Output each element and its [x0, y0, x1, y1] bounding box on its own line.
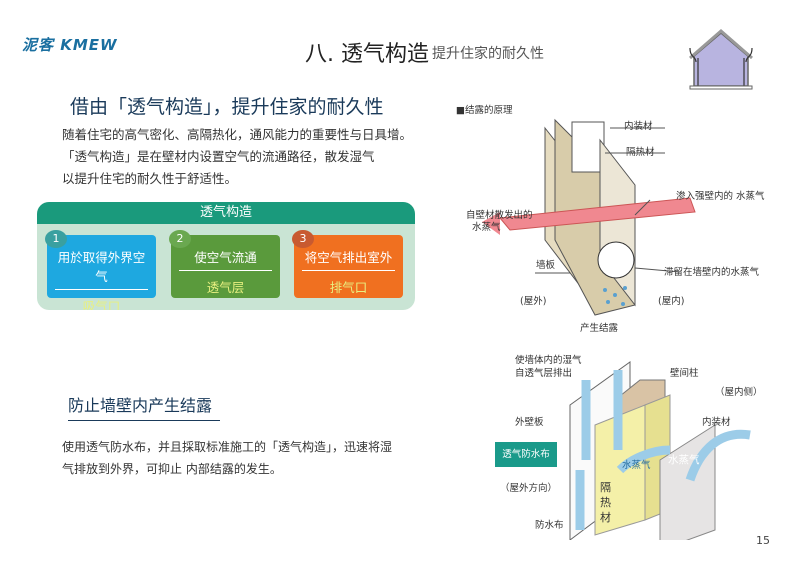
label-outer-board: 外壁板: [515, 417, 544, 428]
condensation-diagram: [482, 118, 696, 316]
label-emit: 自壁材散发出的: [466, 210, 533, 221]
step-sub: 排气口: [329, 280, 368, 295]
house-icon: [689, 29, 753, 90]
label-interior: 内装材: [624, 121, 653, 132]
page-subtitle: 提升住家的耐久性: [432, 46, 544, 62]
kmew-logo: 泥客 KMEW: [22, 36, 118, 54]
label-inside: (屋内): [658, 296, 685, 307]
step-card-flow: 2 使空气流通 透气层: [169, 230, 280, 298]
step-sub: 吸气口: [82, 299, 121, 310]
intro-paragraph: 随着住宅的高气密化、高隔热化，通风能力的重要性与日具增。 「透气构造」是在壁材内…: [62, 124, 412, 190]
step-card-intake: 1 用於取得外界空气 吸气口: [45, 230, 156, 310]
text-line: 气排放到外界，可抑止 内部结露的发生。: [62, 462, 282, 476]
text-line: 使用透气防水布，并且採取标准施工的「透气构造」，迅速将湿: [62, 440, 393, 454]
label-outside: （屋外方向）: [500, 483, 558, 494]
label-trapped: 滞留在墙壁内的水蒸气: [664, 267, 760, 278]
section-heading-condensation: 防止墙壁内产生结露: [68, 392, 221, 421]
label-insulation: 隔热材: [600, 481, 611, 524]
label-vapor: 水蒸气: [668, 454, 700, 466]
text-line: 以提升住宅的耐久性于舒适性。: [62, 171, 238, 186]
label-exhaust: 使墙体内的湿气: [515, 355, 582, 366]
ventilated-wall-diagram: [569, 361, 751, 540]
ventilation-structure-panel: 透气构造 1 用於取得外界空气 吸气口 2 使空气流通 透气层 3 将空气排出室…: [37, 202, 415, 310]
step-text: 使空气流通: [179, 247, 272, 271]
step-text: 用於取得外界空气: [55, 247, 148, 290]
label-insulation: 隔热材: [626, 147, 655, 158]
label-waterproof: 防水布: [535, 520, 564, 531]
step-number-badge: 3: [292, 230, 314, 248]
label-vapor-small: 水蒸气: [622, 460, 651, 471]
label-board: 墙板: [536, 260, 556, 271]
label-emit: 水蒸气: [472, 222, 501, 233]
diagram-caption: ■结露的原理: [456, 105, 513, 116]
label-stud: 壁间柱: [670, 368, 699, 379]
page-number: 15: [756, 534, 770, 547]
label-infiltrate: 渗入强壁内的 水蒸气: [676, 191, 765, 202]
section-heading-ventilation: 借由「透气构造」，提升住家的耐久性: [70, 96, 384, 118]
panel-title: 透气构造: [37, 202, 415, 224]
label-inside: （屋内侧）: [715, 387, 763, 398]
label-condensation: 产生结露: [580, 323, 619, 334]
page-title: 八. 透气构造: [305, 42, 429, 67]
step-card-exhaust: 3 将空气排出室外 排气口: [292, 230, 403, 298]
label-exhaust: 自透气层排出: [515, 368, 573, 379]
label-interior: 内装材: [702, 417, 731, 428]
step-text: 将空气排出室外: [302, 247, 395, 271]
step-sub: 透气层: [206, 280, 245, 295]
step-number-badge: 2: [169, 230, 191, 248]
step-number-badge: 1: [45, 230, 67, 248]
text-line: 「透气构造」是在壁材内设置空气的流通路径，散发湿气: [62, 149, 375, 164]
condensation-paragraph: 使用透气防水布，并且採取标准施工的「透气构造」，迅速将湿 气排放到外界，可抑止 …: [62, 436, 392, 480]
text-line: 随着住宅的高气密化、高隔热化，通风能力的重要性与日具增。: [62, 127, 413, 142]
label-membrane: 透气防水布: [495, 442, 557, 467]
label-outside: (屋外): [520, 296, 547, 307]
